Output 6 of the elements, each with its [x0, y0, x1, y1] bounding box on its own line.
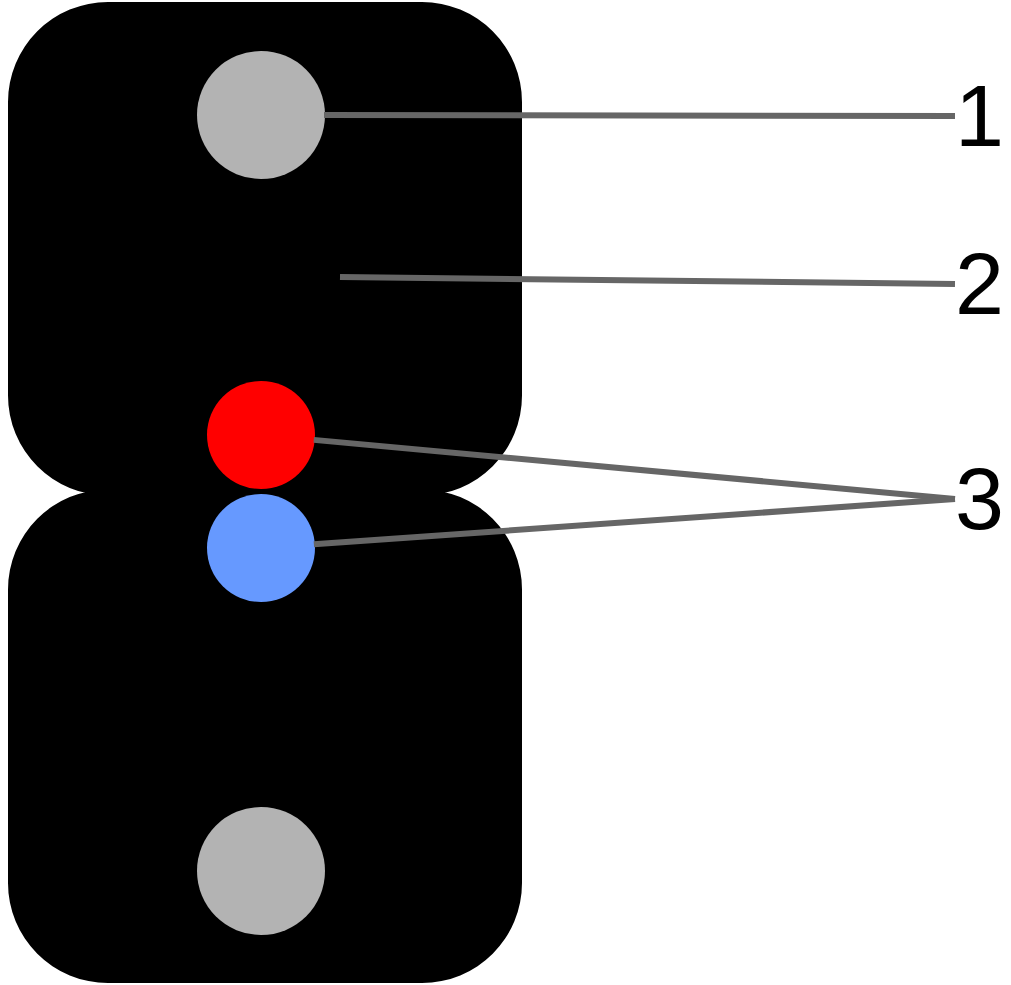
callout-number: 3 [955, 455, 1004, 543]
callout-number: 2 [955, 240, 1004, 328]
leader-line [339, 274, 956, 287]
leader-line [313, 496, 956, 548]
callout-number: 1 [955, 72, 1004, 160]
leader-line [324, 112, 955, 119]
